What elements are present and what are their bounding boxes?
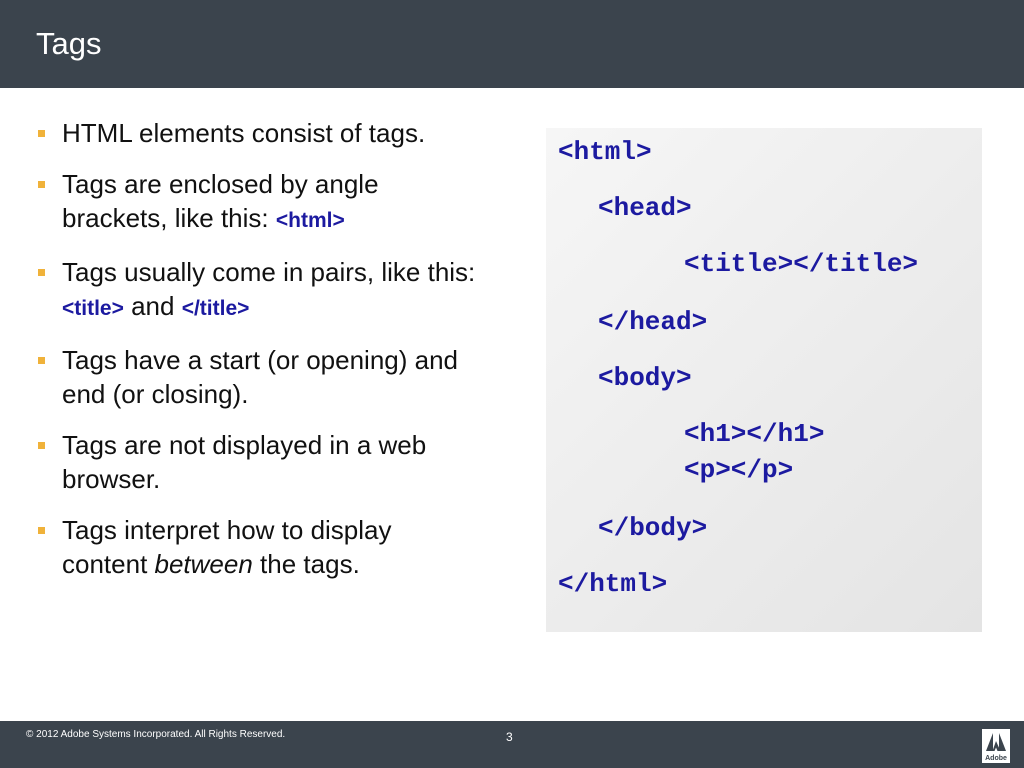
bullet-square-icon xyxy=(38,181,45,188)
page-number: 3 xyxy=(506,730,513,744)
code-example-panel: <html> <head> <title></title> </head> <body>… xyxy=(546,128,982,632)
bullet-square-icon xyxy=(38,269,45,276)
code-line: </html> xyxy=(558,569,668,599)
bullet-text: and xyxy=(123,291,182,321)
code-line: <h1></h1> xyxy=(684,419,825,449)
bullet-text: Tags have a start (or opening) and end (… xyxy=(62,345,459,409)
bullet-text: between xyxy=(154,549,253,579)
bullet-item: Tags interpret how to display content be… xyxy=(36,513,476,581)
bullet-square-icon xyxy=(38,527,45,534)
bullet-square-icon xyxy=(38,357,45,364)
logo-text: Adobe xyxy=(985,755,1007,762)
footer-bar xyxy=(0,721,1024,768)
bullet-text: Tags are not displayed in a web browser. xyxy=(62,430,427,494)
inline-code-tag: <title> xyxy=(62,297,124,320)
bullet-text: HTML elements consist of tags. xyxy=(62,118,426,148)
bullet-item: HTML elements consist of tags. xyxy=(36,116,476,150)
bullet-text: the tags. xyxy=(252,549,360,579)
code-line: </head> xyxy=(598,307,708,337)
bullet-item: Tags have a start (or opening) and end (… xyxy=(36,343,476,411)
bullet-item: Tags are enclosed by angle brackets, lik… xyxy=(36,167,476,238)
bullet-square-icon xyxy=(38,130,45,137)
inline-code-tag: </title> xyxy=(181,297,250,320)
bullet-text: Tags usually come in pairs, like this: xyxy=(62,257,476,287)
bullet-list: HTML elements consist of tags. Tags are e… xyxy=(36,116,476,598)
code-line: <body> xyxy=(598,363,692,393)
slide-title: Tags xyxy=(36,26,102,61)
code-line: </body> xyxy=(598,513,708,543)
bullet-text: Tags interpret how to display content xyxy=(62,515,392,579)
title-bar xyxy=(0,0,1024,88)
bullet-text: Tags are enclosed by angle brackets, lik… xyxy=(62,169,379,233)
copyright-text: © 2012 Adobe Systems Incorporated. All R… xyxy=(26,729,286,740)
code-line: <head> xyxy=(598,193,692,223)
code-line: <html> xyxy=(558,137,652,167)
bullet-item: Tags are not displayed in a web browser. xyxy=(36,428,476,496)
bullet-item: Tags usually come in pairs, like this: <… xyxy=(36,255,476,326)
code-line: <title></title> xyxy=(684,249,919,279)
bullet-square-icon xyxy=(38,442,45,449)
code-line: <p></p> xyxy=(684,455,794,485)
adobe-logo-icon: Adobe xyxy=(982,729,1010,763)
inline-code-tag: <html> xyxy=(275,209,345,232)
